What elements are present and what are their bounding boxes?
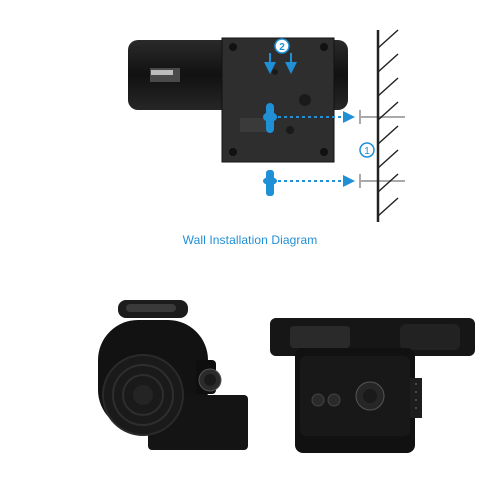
down-arrows bbox=[264, 53, 297, 74]
button-icon bbox=[311, 393, 325, 407]
wall-screws bbox=[359, 110, 405, 188]
device-side-photo bbox=[98, 300, 248, 450]
keyhole-slots bbox=[263, 103, 277, 133]
step-2-label: 2 bbox=[279, 42, 285, 53]
dotted-arrows bbox=[272, 111, 355, 187]
diagram-caption: Wall Installation Diagram bbox=[182, 233, 318, 247]
step-1-marker: 1 bbox=[359, 142, 375, 158]
mounting-plate-icon bbox=[221, 37, 335, 163]
screw-icon bbox=[263, 170, 277, 196]
control-panel-photo bbox=[270, 318, 475, 453]
step-2-marker: 2 bbox=[274, 38, 290, 54]
wall-icon bbox=[376, 29, 399, 222]
button-icon bbox=[327, 393, 341, 407]
step-1-label: 1 bbox=[364, 146, 370, 157]
